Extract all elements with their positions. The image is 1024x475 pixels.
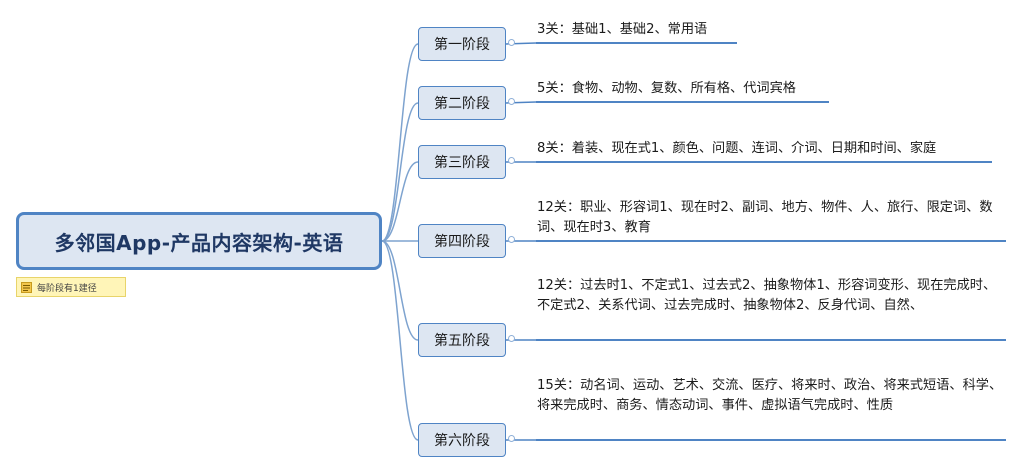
detail-underlines bbox=[505, 42, 1006, 441]
stage-detail-4[interactable]: 12关：职业、形容词1、现在时2、副词、地方、物件、人、旅行、限定词、数词、现在… bbox=[537, 200, 993, 235]
branch-connector-5 bbox=[381, 240, 419, 341]
collapse-toggle-6[interactable] bbox=[508, 435, 515, 442]
stage-label: 第二阶段 bbox=[434, 96, 490, 112]
stage-node-2[interactable]: 第二阶段 bbox=[418, 86, 506, 120]
stage-detail-5[interactable]: 12关：过去时1、不定式1、过去式2、抽象物体1、形容词变形、现在完成时、不定式… bbox=[537, 278, 997, 313]
collapse-toggle-1[interactable] bbox=[508, 39, 515, 46]
note-icon bbox=[21, 281, 32, 293]
stage-node-1[interactable]: 第一阶段 bbox=[418, 27, 506, 61]
stage-detail-2[interactable]: 5关：食物、动物、复数、所有格、代词宾格 bbox=[537, 81, 796, 96]
stage-label: 第五阶段 bbox=[434, 333, 490, 349]
collapse-toggle-3[interactable] bbox=[508, 157, 515, 164]
collapse-toggle-4[interactable] bbox=[508, 236, 515, 243]
root-topic[interactable]: 多邻国App-产品内容架构-英语 bbox=[16, 212, 382, 270]
stage-detail-1[interactable]: 3关：基础1、基础2、常用语 bbox=[537, 22, 708, 37]
stage-node-4[interactable]: 第四阶段 bbox=[418, 224, 506, 258]
stage-detail-3[interactable]: 8关：着装、现在式1、颜色、问题、连词、介词、日期和时间、家庭 bbox=[537, 141, 937, 156]
stage-label: 第四阶段 bbox=[434, 234, 490, 250]
note-text: 每阶段有1建径 bbox=[37, 283, 97, 294]
stage-node-3[interactable]: 第三阶段 bbox=[418, 145, 506, 179]
stage-node-6[interactable]: 第六阶段 bbox=[418, 423, 506, 457]
collapse-toggle-5[interactable] bbox=[508, 335, 515, 342]
root-title: 多邻国App-产品内容架构-英语 bbox=[54, 230, 344, 255]
stage-detail-6[interactable]: 15关：动名词、运动、艺术、交流、医疗、将来时、政治、将来式短语、科学、将来完成… bbox=[537, 378, 1003, 413]
root-note[interactable]: 每阶段有1建径 bbox=[16, 277, 126, 297]
stage-label: 第三阶段 bbox=[434, 155, 490, 171]
branch-connector-2 bbox=[381, 102, 419, 242]
stage-node-5[interactable]: 第五阶段 bbox=[418, 323, 506, 357]
branch-connector-6 bbox=[381, 240, 419, 441]
stage-label: 第一阶段 bbox=[434, 37, 490, 53]
collapse-toggle-2[interactable] bbox=[508, 98, 515, 105]
branch-lines bbox=[381, 43, 419, 441]
stage-label: 第六阶段 bbox=[434, 433, 490, 449]
branch-connector-1 bbox=[381, 43, 419, 242]
branch-connector-3 bbox=[381, 161, 419, 242]
